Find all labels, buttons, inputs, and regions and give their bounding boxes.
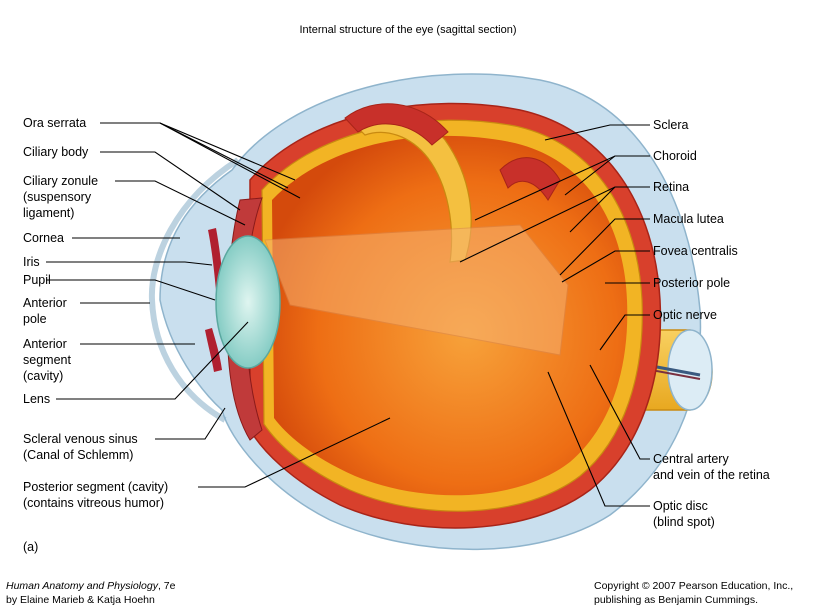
label-macula-lutea: Macula lutea	[653, 212, 724, 226]
book-authors: by Elaine Marieb & Katja Hoehn	[6, 594, 155, 606]
footer-citation: Human Anatomy and Physiology, 7e by Elai…	[6, 579, 175, 607]
label-iris: Iris	[23, 255, 40, 269]
label-fovea-centralis: Fovea centralis	[653, 244, 738, 258]
label-ciliary-zonule: Ciliary zonule (suspensory ligament)	[23, 174, 99, 220]
footer-copyright: Copyright © 2007 Pearson Education, Inc.…	[594, 579, 793, 607]
lens	[215, 235, 281, 369]
book-title: Human Anatomy and Physiology	[6, 580, 158, 592]
page-title: Internal structure of the eye (sagittal …	[299, 24, 517, 36]
book-edition: , 7e	[157, 580, 176, 592]
label-posterior-segment: Posterior segment (cavity) (contains vit…	[23, 480, 169, 510]
leader-lines-left	[46, 122, 391, 488]
label-choroid: Choroid	[653, 149, 697, 163]
copyright-line-1: Copyright © 2007 Pearson Education, Inc.…	[594, 580, 794, 592]
section-plane	[264, 224, 569, 356]
label-sclera: Sclera	[653, 118, 689, 132]
label-lens: Lens	[23, 392, 51, 406]
copyright-line-2: publishing as Benjamin Cummings.	[594, 594, 758, 606]
cornea	[148, 157, 240, 423]
label-anterior-pole: Anterior pole	[23, 296, 67, 326]
label-posterior-pole: Posterior pole	[653, 276, 731, 290]
label-scleral-venous-sinus: Scleral venous sinus (Canal of Schlemm)	[23, 432, 138, 462]
label-ciliary-body: Ciliary body	[23, 145, 89, 159]
label-central-artery-vein: Central artery and vein of the retina	[653, 452, 770, 482]
label-pupil: Pupil	[23, 273, 51, 287]
leader-lines-right	[459, 124, 650, 507]
label-cornea: Cornea	[23, 231, 64, 245]
label-anterior-segment: Anterior segment (cavity)	[23, 337, 71, 383]
label-optic-nerve: Optic nerve	[653, 308, 717, 322]
label-ora-serrata: Ora serrata	[23, 116, 87, 130]
panel-label: (a)	[23, 540, 39, 554]
label-optic-disc: Optic disc (blind spot)	[653, 499, 715, 529]
label-retina: Retina	[653, 180, 690, 194]
